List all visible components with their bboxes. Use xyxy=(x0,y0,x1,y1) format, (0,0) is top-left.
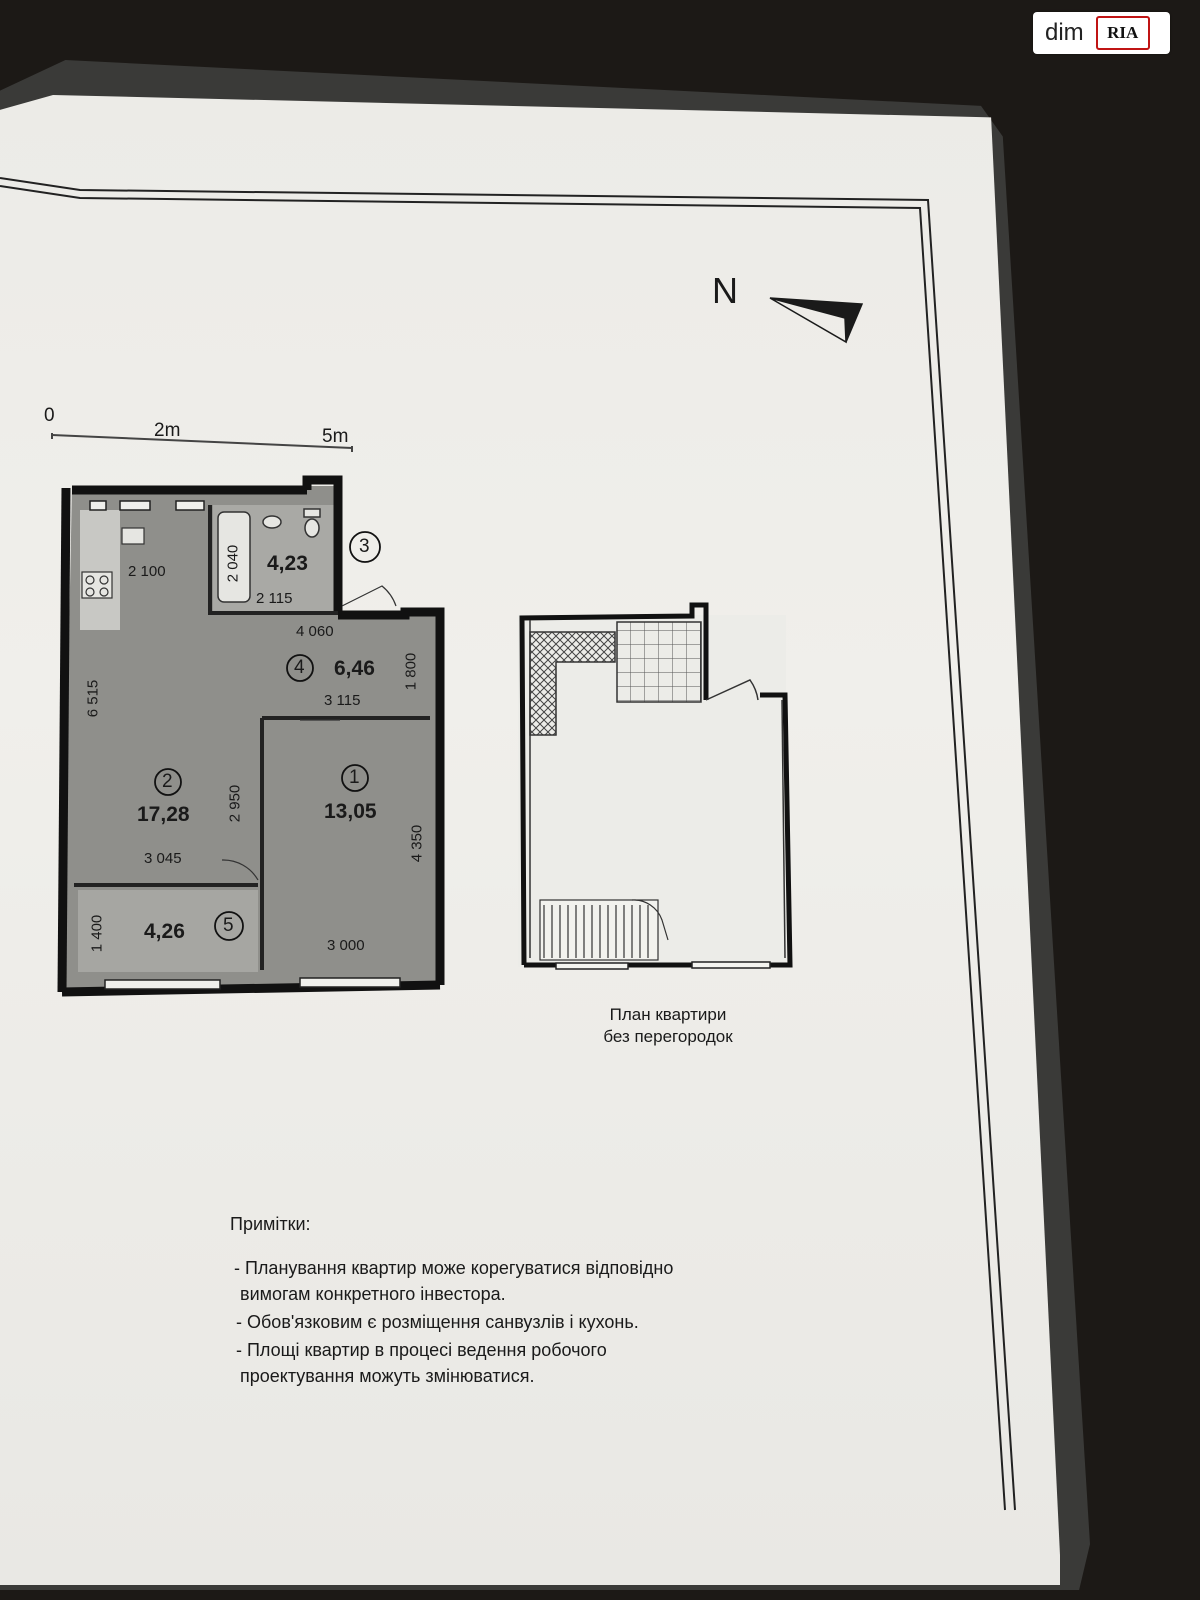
scale-label-2m: 2m xyxy=(154,420,181,441)
kitchen-tiles-icon xyxy=(529,621,702,736)
plan-windows xyxy=(89,500,401,990)
kitchen-sink-icon xyxy=(121,527,145,545)
dim-bath-width: 2 115 xyxy=(256,590,293,607)
room-number-1: 1 xyxy=(349,767,360,788)
notes-line-5: проектування можуть змінюватися. xyxy=(240,1366,535,1386)
open-plan xyxy=(518,602,793,970)
dim-balcony-height: 1 400 xyxy=(88,914,106,953)
page-frame xyxy=(0,177,1016,1511)
bathtub-icon xyxy=(217,511,251,603)
dim-bedroom-height: 4 350 xyxy=(408,824,426,863)
north-label: N xyxy=(712,270,738,311)
dim-living-width: 3 045 xyxy=(144,850,182,867)
north-arrow-icon xyxy=(769,297,864,344)
sink-icon xyxy=(262,515,282,529)
interior-walls xyxy=(74,505,430,970)
dim-bath-height: 2 040 xyxy=(224,544,242,583)
stove-icon xyxy=(81,571,113,599)
kitchen-area xyxy=(80,510,120,630)
dim-hall-bottom: 3 115 xyxy=(324,692,361,709)
room-area-3: 4,23 xyxy=(267,552,308,575)
dimria-watermark: dim RIA xyxy=(1033,12,1170,54)
open-plan-caption-line2: без перегородок xyxy=(603,1027,733,1046)
open-plan-balcony xyxy=(539,899,669,961)
notes-line-4: - Площі квартир в процесі ведення робочо… xyxy=(236,1340,607,1360)
watermark-brand: dim xyxy=(1045,19,1084,46)
room-area-5: 4,26 xyxy=(144,920,185,943)
room-area-1: 13,05 xyxy=(324,800,377,823)
ria-logo: RIA xyxy=(1095,16,1150,50)
room-markers xyxy=(154,531,381,941)
scale-label-0: 0 xyxy=(44,405,55,426)
open-plan-walls xyxy=(519,602,793,968)
dim-kitchen-width: 2 100 xyxy=(128,563,166,580)
open-plan-caption-line1: План квартири xyxy=(609,1005,727,1024)
dim-living-inner: 2 950 xyxy=(226,784,244,823)
notes-line-3: - Обов'язковим є розміщення санвузлів і … xyxy=(236,1312,639,1332)
open-plan-windows xyxy=(555,961,771,970)
apartment-plan xyxy=(57,475,445,997)
room-number-2: 2 xyxy=(162,771,173,792)
room-area-4: 6,46 xyxy=(334,657,375,680)
toilet-icon xyxy=(303,508,321,538)
scale-bar xyxy=(51,433,353,452)
open-plan-caption: План квартири без перегородок xyxy=(588,1004,748,1048)
balcony-floor xyxy=(78,890,258,972)
dim-hall-height: 1 800 xyxy=(402,652,420,691)
door-swings xyxy=(221,585,397,881)
room-number-4: 4 xyxy=(294,657,305,678)
room-number-3: 3 xyxy=(359,536,370,557)
dim-bedroom-width: 3 000 xyxy=(327,937,365,954)
room-number-5: 5 xyxy=(223,915,234,936)
room-area-2: 17,28 xyxy=(137,803,190,826)
dim-left-height: 6 515 xyxy=(84,679,102,718)
plan-floor xyxy=(62,486,440,992)
notes-title: Примітки: xyxy=(230,1214,311,1234)
dim-hall-top: 4 060 xyxy=(296,623,334,640)
notes-line-2: вимогам конкретного інвестора. xyxy=(240,1284,506,1304)
scale-label-5m: 5m xyxy=(322,426,349,447)
notes-line-1: - Планування квартир може корегуватися в… xyxy=(234,1258,674,1278)
